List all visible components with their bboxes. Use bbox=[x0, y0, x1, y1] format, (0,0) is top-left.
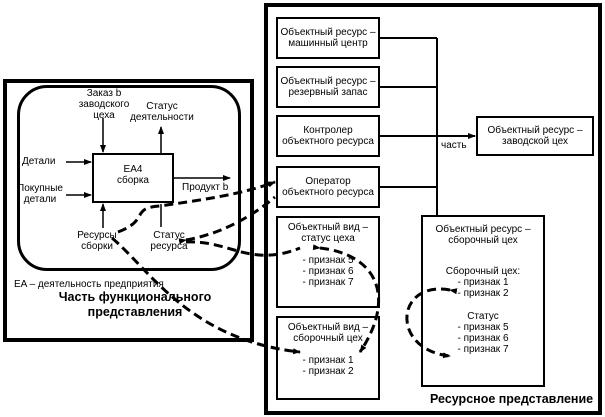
assembly-shop-resource-label: Объектный ресурс – сборочный цех Сборочн… bbox=[435, 224, 531, 355]
ea-legend: EA – деятельность предприятия bbox=[14, 279, 164, 290]
input-details-label: Детали bbox=[22, 156, 56, 167]
machine-center-box[interactable] bbox=[276, 17, 380, 59]
functional-view-title: Часть функционального представления bbox=[58, 290, 212, 319]
plant-shop-box[interactable] bbox=[476, 116, 594, 156]
dash-shop-resource-loop bbox=[405, 287, 458, 359]
resource-view-title: Ресурсное представление bbox=[430, 392, 594, 406]
ea4-activity-box[interactable] bbox=[92, 153, 174, 203]
mechanism-label: Ресурсы сборки bbox=[77, 230, 117, 252]
resource-controller-label: Контролер объектного ресурса bbox=[282, 125, 374, 147]
resource-status-label: Статус ресурса bbox=[150, 230, 188, 252]
functional-view-frame bbox=[3, 79, 254, 342]
resource-view-frame bbox=[264, 3, 602, 415]
resource-controller-box[interactable] bbox=[276, 115, 380, 157]
control-label: Заказ b заводского цеха bbox=[78, 88, 130, 121]
assembly-shop-view-label: Объектный вид – сборочный цех - признак … bbox=[287, 322, 369, 377]
assembly-shop-resource-box[interactable] bbox=[421, 215, 545, 387]
part-label: часть bbox=[441, 140, 467, 151]
input-purchased-label: Покупные детали bbox=[17, 183, 63, 205]
dash-status-to-operator bbox=[178, 195, 276, 245]
product-output-label: Продукт b bbox=[182, 182, 229, 193]
resource-operator-box[interactable] bbox=[276, 166, 380, 208]
activity-context-rounded-box bbox=[17, 85, 241, 271]
dash-loop-status-to-shop bbox=[312, 244, 381, 353]
dash-mechanism-to-shop-view bbox=[111, 236, 301, 355]
dash-status-to-shop-status bbox=[185, 240, 301, 257]
machine-center-label: Объектный ресурс – машинный центр bbox=[280, 27, 376, 49]
shop-status-view-label: Объектный вид – статус цеха - признак 5 … bbox=[287, 222, 369, 288]
reserve-stock-box[interactable] bbox=[276, 66, 380, 108]
reserve-stock-label: Объектный ресурс – резервный запас bbox=[280, 76, 376, 98]
dash-mechanism-to-operator bbox=[117, 180, 276, 234]
activity-title: EA4 сборка bbox=[116, 164, 149, 186]
status-activity-label: Статус деятельности bbox=[130, 101, 194, 123]
resource-operator-label: Оператор объектного ресурса bbox=[282, 176, 374, 198]
plant-shop-label: Объектный ресурс – заводской цех bbox=[487, 125, 583, 147]
